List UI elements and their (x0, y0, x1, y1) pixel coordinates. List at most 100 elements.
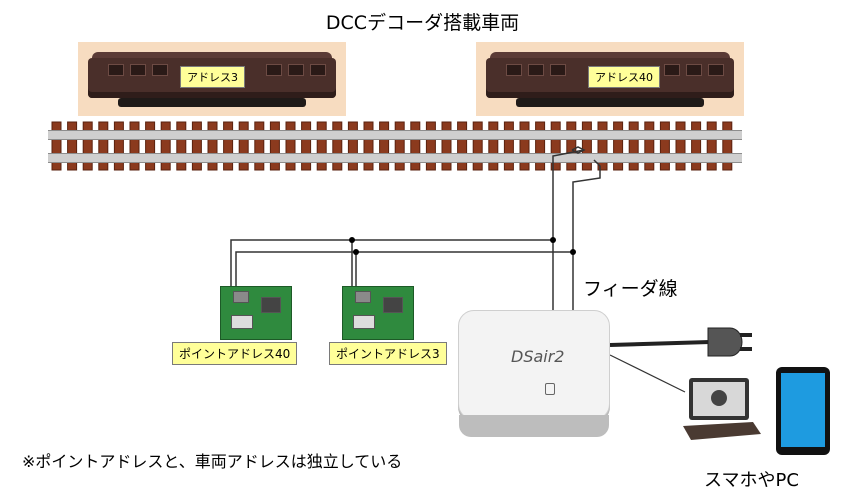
railway-tie (316, 121, 327, 171)
railway-tie (254, 121, 265, 171)
device-link (609, 354, 686, 393)
point-decoder-board-1 (220, 286, 292, 340)
feeder-wire-right (572, 159, 601, 310)
point-decoder-board-2 (342, 286, 414, 340)
junction-dot (570, 249, 576, 255)
train-car-right: アドレス40 (476, 42, 744, 116)
railway-tie (613, 121, 624, 171)
railway-tie (722, 121, 733, 171)
rail-top (48, 130, 742, 140)
railway-tie (425, 121, 436, 171)
railway-tie (503, 121, 514, 171)
railway-tie (566, 121, 577, 171)
train-bogie (516, 98, 704, 107)
terminal (233, 291, 249, 303)
train-window (708, 64, 724, 76)
train-window (550, 64, 566, 76)
train-address-label: アドレス40 (588, 66, 660, 88)
railway-tie (285, 121, 296, 171)
point-address-label: ポイントアドレス40 (172, 342, 298, 365)
point-address-label: ポイントアドレス3 (329, 342, 447, 365)
controller-base (459, 415, 609, 437)
laptop-icon (683, 378, 761, 440)
feeder-label: フィーダ線 (583, 278, 678, 300)
connector (353, 315, 375, 329)
railway-tie (394, 121, 405, 171)
railway-tie (659, 121, 670, 171)
tablet-icon (776, 367, 830, 455)
railway-tie (51, 121, 62, 171)
railway-tie (441, 121, 452, 171)
train-bogie (118, 98, 306, 107)
bus-wire-upper (230, 239, 553, 290)
train-window (266, 64, 282, 76)
railway-tie (519, 121, 530, 171)
chip (383, 297, 403, 313)
railway-tie (628, 121, 639, 171)
railway-tie (269, 121, 280, 171)
railway-tie (488, 121, 499, 171)
train-window (130, 64, 146, 76)
railway-tie (472, 121, 483, 171)
railway-tie (160, 121, 171, 171)
railway-tie (410, 121, 421, 171)
railway-tie (223, 121, 234, 171)
train-window (506, 64, 522, 76)
railway-tie (113, 121, 124, 171)
railway-tie (191, 121, 202, 171)
chip (261, 297, 281, 313)
train-window (686, 64, 702, 76)
track-ties-svg (51, 121, 733, 171)
railway-tie (98, 121, 109, 171)
train-window (664, 64, 680, 76)
railway-tie (82, 121, 93, 171)
controller-logo: DSair2 (511, 347, 565, 366)
railway-tie (238, 121, 249, 171)
dsair2-controller: DSair2 (458, 310, 610, 437)
junction-dot (349, 237, 355, 243)
railway-tie (145, 121, 156, 171)
railway-tie (301, 121, 312, 171)
independence-note: ※ポイントアドレスと、車両アドレスは独立している (22, 452, 403, 471)
train-window (310, 64, 326, 76)
train-window (108, 64, 124, 76)
railway-tie (67, 121, 78, 171)
terminal (355, 291, 371, 303)
power-cord (609, 340, 711, 347)
connector (231, 315, 253, 329)
junction-dot (353, 249, 359, 255)
railway-tie (644, 121, 655, 171)
train-window (288, 64, 304, 76)
railway-tie (363, 121, 374, 171)
railway-tie (550, 121, 561, 171)
railway-tie (176, 121, 187, 171)
train-roof (490, 52, 730, 61)
railway-tie (691, 121, 702, 171)
diagram-title: DCCデコーダ搭載車両 (325, 12, 520, 34)
feeder-wire-left (552, 149, 585, 310)
train-window (152, 64, 168, 76)
led-indicator (545, 383, 555, 395)
rail-bottom (48, 153, 742, 163)
power-plug-icon (707, 327, 752, 357)
railway-tie (379, 121, 390, 171)
railway-tie (706, 121, 717, 171)
train-roof (92, 52, 332, 61)
track (48, 120, 742, 172)
railway-tie (457, 121, 468, 171)
railway-tie (332, 121, 343, 171)
junction-dot (550, 237, 556, 243)
devices-label: スマホやPC (704, 470, 799, 491)
railway-tie (207, 121, 218, 171)
railway-tie (597, 121, 608, 171)
railway-tie (535, 121, 546, 171)
railway-tie (675, 121, 686, 171)
train-window (528, 64, 544, 76)
bus-wire-lower (235, 251, 573, 290)
train-car-left: アドレス3 (78, 42, 346, 116)
railway-tie (347, 121, 358, 171)
railway-tie (581, 121, 592, 171)
railway-tie (129, 121, 140, 171)
train-address-label: アドレス3 (180, 66, 245, 88)
